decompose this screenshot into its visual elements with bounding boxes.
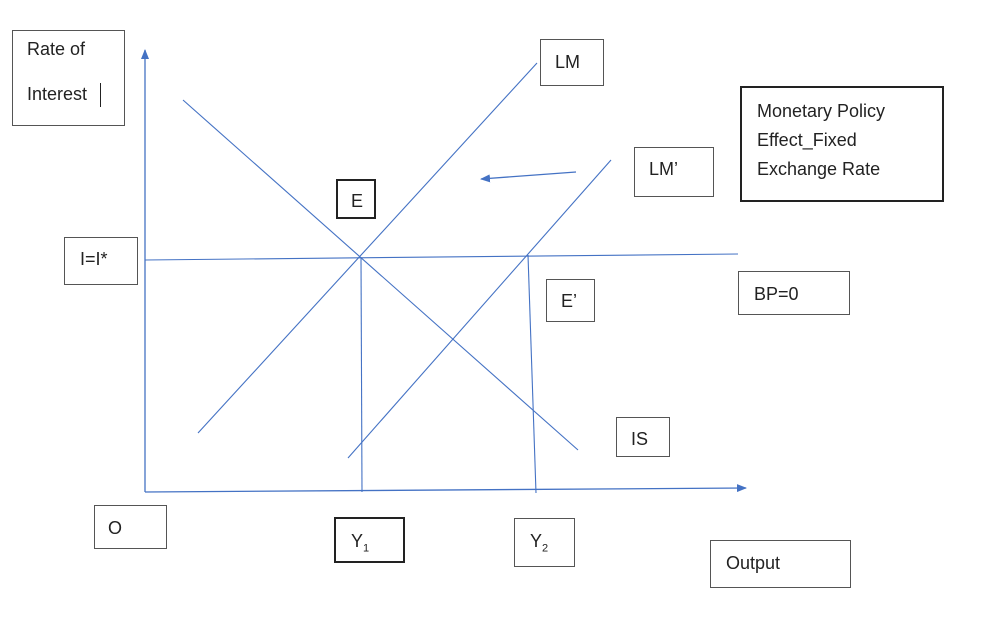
point-e-box: E — [336, 179, 376, 219]
x-axis-label: Output — [726, 553, 781, 573]
is-curve — [182, 99, 579, 451]
diagram-title-box: Monetary Policy Effect_Fixed Exchange Ra… — [740, 86, 944, 202]
y-axis-label-line2: Interest — [27, 84, 88, 104]
x-axis-label-box: Output — [710, 540, 851, 588]
title-line1: Monetary Policy — [757, 101, 886, 121]
lm-shifted-label-box: LM’ — [634, 147, 714, 197]
is-label: IS — [631, 429, 649, 449]
rate-label: I=I* — [80, 249, 108, 269]
y2-label: Y2 — [530, 531, 548, 555]
rate-label-box: I=I* — [64, 237, 138, 285]
y1-label: Y1 — [351, 531, 369, 555]
shift-arrow — [480, 171, 577, 183]
y1-dropline — [360, 256, 363, 493]
x-axis — [144, 484, 747, 493]
point-e-label: E — [351, 191, 364, 211]
y2-dropline — [527, 254, 537, 494]
y1-base: Y — [351, 531, 364, 551]
lm-label: LM — [555, 52, 581, 72]
y1-label-box: Y1 — [334, 517, 405, 563]
y2-base: Y — [530, 531, 543, 551]
y-axis-label: Rate of Interest — [12, 30, 125, 126]
bp-label: BP=0 — [754, 284, 799, 304]
point-e-shifted-box: E’ — [546, 279, 595, 322]
is-label-box: IS — [616, 417, 670, 457]
lm-shifted-label: LM’ — [649, 159, 679, 179]
origin-label-box: O — [94, 505, 167, 549]
title-line3: Exchange Rate — [757, 159, 881, 179]
point-e-shifted-label: E’ — [561, 291, 578, 311]
title-line2: Effect_Fixed — [757, 130, 857, 150]
lm-label-box: LM — [540, 39, 604, 86]
y1-subscript: 1 — [363, 542, 370, 555]
y2-subscript: 2 — [542, 542, 549, 555]
bp-label-box: BP=0 — [738, 271, 850, 315]
bp-line — [144, 253, 739, 261]
lm-curve — [197, 62, 538, 434]
origin-label: O — [108, 518, 123, 538]
text-cursor — [100, 83, 102, 108]
lm-shifted-curve — [347, 159, 612, 459]
y2-label-box: Y2 — [514, 518, 575, 567]
y-axis-label-line1: Rate of — [27, 39, 86, 59]
